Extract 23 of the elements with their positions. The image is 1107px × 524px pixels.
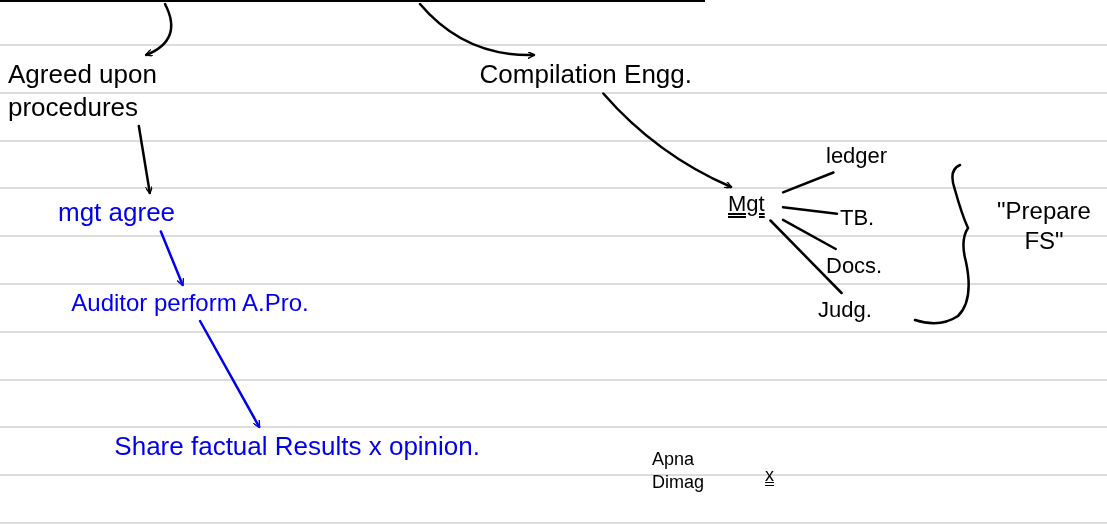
handwritten-note: Mgt xyxy=(728,190,780,218)
handwritten-note: Share factual Results x opinion. xyxy=(60,430,480,463)
handwritten-note: Compilation Engg. xyxy=(462,58,692,91)
handwritten-note: Apna Dimag xyxy=(652,448,705,493)
connector-line xyxy=(769,219,843,295)
arrow xyxy=(418,2,536,60)
arrow xyxy=(144,2,173,57)
arrow xyxy=(137,124,153,195)
connector-line xyxy=(781,218,837,251)
handwritten-note: ledger xyxy=(826,142,926,170)
handwritten-note: Auditor perform A.Pro. xyxy=(50,288,330,318)
handwritten-note: Docs. xyxy=(826,252,906,280)
handwritten-note: x xyxy=(765,464,774,487)
connector-line xyxy=(781,171,835,194)
handwritten-note: mgt agree xyxy=(58,196,248,229)
handwritten-note: Judg. xyxy=(818,296,898,324)
arrow xyxy=(602,92,733,189)
handwritten-note: Agreed upon procedures xyxy=(8,58,258,123)
handwritten-note: "Prepare FS" xyxy=(985,196,1103,256)
handwritten-note: TB. xyxy=(840,204,900,232)
arrow xyxy=(159,230,185,287)
arrow xyxy=(198,319,261,429)
connector-line xyxy=(781,206,839,215)
